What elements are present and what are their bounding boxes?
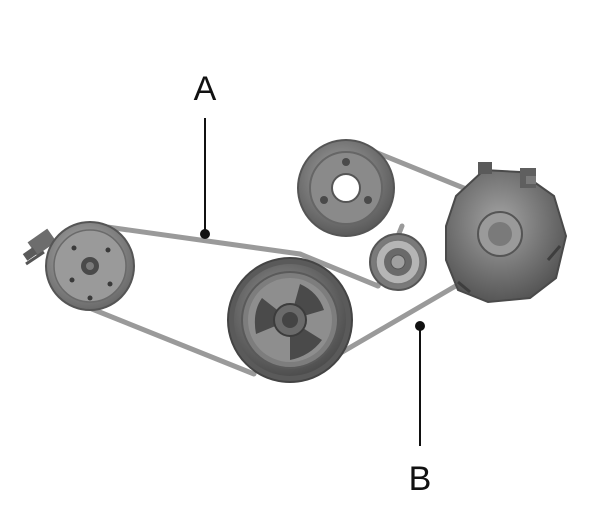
alternator <box>445 162 568 304</box>
callout-a-label: A <box>194 70 217 108</box>
callout-b-dot <box>415 321 425 331</box>
idler-pulley <box>369 233 427 291</box>
belt-span-ac-to-crank-bottom <box>89 306 257 377</box>
belt-span-ac-to-crank-top <box>97 223 303 257</box>
crankshaft-pulley <box>227 257 353 383</box>
ac-connector <box>22 228 57 266</box>
callout-a: A <box>194 70 217 239</box>
ac-compressor-pulley <box>22 221 135 311</box>
callout-b: B <box>409 321 432 498</box>
callout-a-dot <box>200 229 210 239</box>
callout-b-label: B <box>409 460 432 498</box>
water-pump-pulley <box>297 139 395 237</box>
belt-span-crank-to-idler <box>297 251 381 289</box>
